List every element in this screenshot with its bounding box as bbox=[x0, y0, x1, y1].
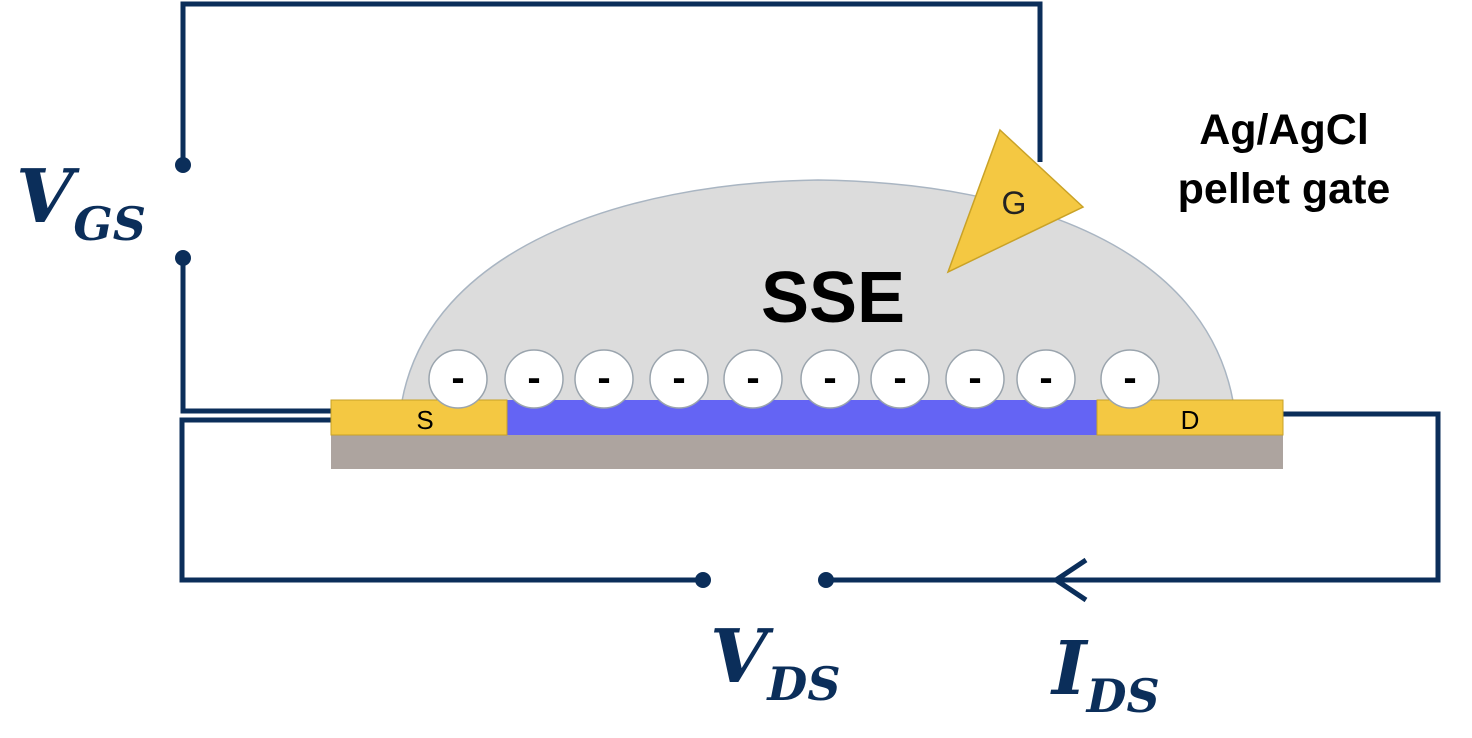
anion-circle bbox=[428, 349, 488, 409]
anion-charge-label: - bbox=[527, 356, 540, 400]
vgs-terminal-bottom bbox=[175, 250, 191, 266]
anion-circle bbox=[870, 349, 930, 409]
source-label: S bbox=[416, 405, 433, 435]
anion-circle bbox=[574, 349, 634, 409]
electrolyte-label: SSE bbox=[761, 258, 905, 338]
anion-circle bbox=[945, 349, 1005, 409]
vds-label-sub: DS bbox=[765, 657, 840, 711]
vgs-label-sub: GS bbox=[73, 197, 146, 251]
vgs-label-main: V bbox=[16, 154, 80, 240]
vgs-terminal-top bbox=[175, 157, 191, 173]
gate-name-line1: Ag/AgCl bbox=[1199, 106, 1369, 154]
anion-circle bbox=[1100, 349, 1160, 409]
vds-label: VDS bbox=[710, 614, 841, 711]
current-arrow-icon bbox=[1051, 557, 1088, 603]
substrate bbox=[331, 433, 1283, 469]
anion-charge-label: - bbox=[893, 356, 906, 400]
vds-terminal-right bbox=[818, 572, 834, 588]
drain-label: D bbox=[1181, 405, 1200, 435]
anion-charge-label: - bbox=[746, 356, 759, 400]
source-gate-wire bbox=[180, 258, 333, 414]
anion-charge-label: - bbox=[1123, 356, 1136, 400]
anion-circle bbox=[504, 349, 564, 409]
gate-electrode-icon bbox=[946, 128, 1085, 274]
anion-charge-label: - bbox=[823, 356, 836, 400]
drain-vds-wire bbox=[826, 411, 1441, 583]
anion-charge-label: - bbox=[1039, 356, 1052, 400]
source-vds-wire bbox=[179, 417, 703, 583]
anion-charge-label: - bbox=[451, 356, 464, 400]
anion-circle bbox=[800, 349, 860, 409]
anion-circle bbox=[1016, 349, 1076, 409]
source-electrode bbox=[330, 399, 508, 436]
gate-letter-label: G bbox=[1002, 185, 1027, 221]
anion-charge-label: - bbox=[968, 356, 981, 400]
anion-charge-label: - bbox=[672, 356, 685, 400]
ids-label-sub: DS bbox=[1085, 669, 1160, 723]
ids-label-main: I bbox=[1050, 626, 1089, 712]
vds-terminal-left bbox=[695, 572, 711, 588]
anion-charge-label: - bbox=[597, 356, 610, 400]
gate-name-line2: pellet gate bbox=[1178, 165, 1391, 213]
gate-top-wire bbox=[180, 1, 1043, 165]
ids-label: IDS bbox=[1050, 626, 1160, 723]
anion-circle bbox=[649, 349, 709, 409]
vgs-label: VGS bbox=[16, 154, 146, 251]
anion-circle bbox=[723, 349, 783, 409]
vds-label-main: V bbox=[710, 614, 774, 700]
anion-layer: ---------- bbox=[428, 349, 1160, 409]
